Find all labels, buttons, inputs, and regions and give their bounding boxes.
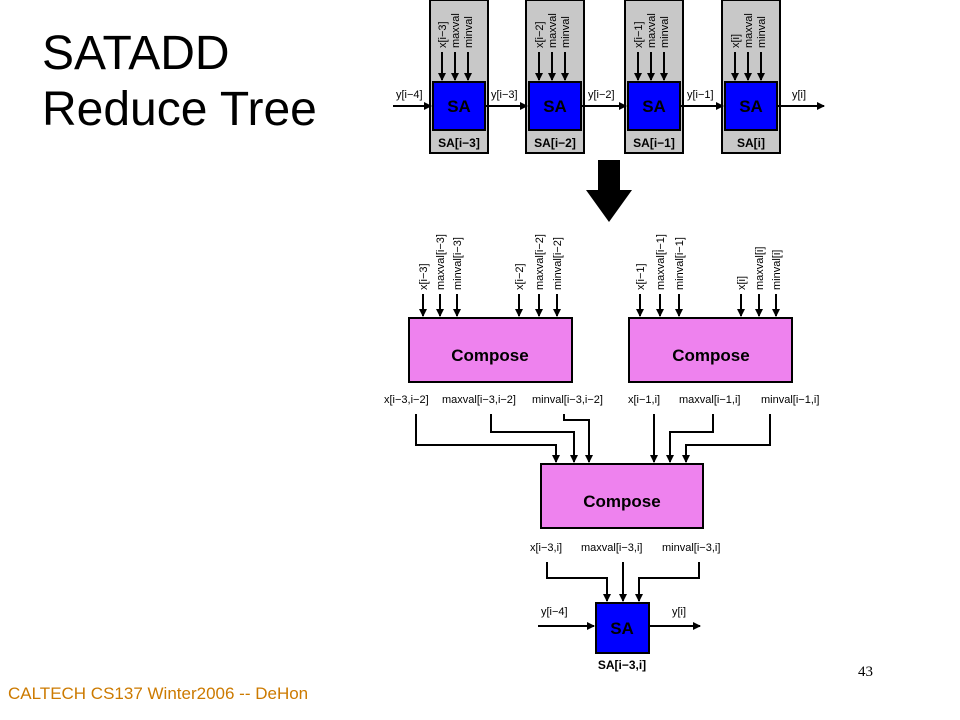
- sa-cell-input-x: x[i−1]: [633, 21, 645, 48]
- sa-cell-input-maxval: maxval: [450, 13, 462, 48]
- sa-box: [528, 81, 582, 131]
- sa-box-label: SA: [543, 97, 567, 116]
- compose-left: x[i−3] maxval[i−3] minval[i−3] x[i−2] ma…: [384, 234, 603, 406]
- final-wires: [546, 562, 700, 602]
- compose-input-label: x[i−1]: [635, 263, 647, 290]
- compose-box: [540, 463, 704, 529]
- sa-cell-input-maxval: maxval: [547, 13, 559, 48]
- sa-box-label: SA: [447, 97, 471, 116]
- sa-cell-input-minval: minval: [560, 16, 572, 48]
- sa-cell-label: SA[i−3]: [438, 136, 480, 150]
- compose-output-x: x[i−1,i]: [628, 394, 660, 406]
- y-chain-label-2: y[i−1]: [687, 89, 714, 101]
- compose-input-label: x[i−2]: [514, 263, 526, 290]
- compose-box-label: Compose: [583, 492, 660, 511]
- sa-box: [627, 81, 681, 131]
- compose-box: [628, 317, 793, 383]
- final-sa-y-out-label: y[i]: [672, 606, 686, 618]
- compose-output-maxval: maxval[i−3,i]: [581, 542, 642, 554]
- final-sa-y-in-label: y[i−4]: [541, 606, 568, 618]
- sa-cell-input-x: x[i]: [730, 34, 742, 48]
- sa-cell-input-minval: minval: [756, 16, 768, 48]
- final-sa: y[i−4] SA y[i] SA[i−3,i]: [538, 602, 701, 672]
- compose-input-label: maxval[i−1]: [655, 234, 667, 290]
- sa-cell-label: SA[i−1]: [633, 136, 675, 150]
- down-arrow-icon: [586, 160, 632, 222]
- sa-cell-2: x[i−1] maxval minval SA SA[i−1]: [624, 0, 684, 154]
- sa-cell-input-x: x[i−3]: [437, 21, 449, 48]
- y-chain-label-3: y[i]: [792, 89, 806, 101]
- y-chain-input-label: y[i−4]: [396, 89, 423, 101]
- sa-box-label: SA: [642, 97, 666, 116]
- compose-output-maxval: maxval[i−1,i]: [679, 394, 740, 406]
- compose-box-label: Compose: [672, 346, 749, 365]
- sa-cell-input-x: x[i−2]: [534, 21, 546, 48]
- sa-cell-label: SA[i]: [737, 136, 765, 150]
- footer-text: CALTECH CS137 Winter2006 -- DeHon: [8, 684, 309, 703]
- sa-cell-3: x[i] maxval minval SA SA[i]: [721, 0, 781, 154]
- sa-box: [595, 602, 650, 654]
- compose-input-label: minval[i−3]: [452, 237, 464, 290]
- compose-output-maxval: maxval[i−3,i−2]: [442, 394, 516, 406]
- routing-wires: [415, 414, 771, 463]
- y-chain-label-0: y[i−3]: [491, 89, 518, 101]
- final-sa-label: SA[i−3,i]: [598, 658, 646, 672]
- compose-input-label: minval[i]: [771, 250, 783, 290]
- sa-box-label: SA: [739, 97, 763, 116]
- compose-box: [408, 317, 573, 383]
- slide-title: SATADD Reduce Tree: [42, 26, 317, 138]
- compose-input-label: minval[i−2]: [552, 237, 564, 290]
- sa-box-label: SA: [610, 619, 634, 638]
- sa-cell-0: x[i−3] maxval minval SA SA[i−3]: [429, 0, 489, 154]
- sa-cell-input-maxval: maxval: [743, 13, 755, 48]
- sa-cell-1: x[i−2] maxval minval SA SA[i−2]: [525, 0, 585, 154]
- compose-right: x[i−1] maxval[i−1] minval[i−1] x[i] maxv…: [628, 234, 819, 406]
- compose-output-x: x[i−3,i−2]: [384, 394, 429, 406]
- y-chain-label-1: y[i−2]: [588, 89, 615, 101]
- compose-input-label: maxval[i−3]: [435, 234, 447, 290]
- sa-cell-input-minval: minval: [463, 16, 475, 48]
- compose-box-label: Compose: [451, 346, 528, 365]
- page-number: 43: [858, 664, 873, 680]
- compose-output-minval: minval[i−1,i]: [761, 394, 819, 406]
- compose-input-label: maxval[i]: [754, 247, 766, 290]
- compose-bottom: Compose x[i−3,i] maxval[i−3,i] minval[i−…: [530, 463, 720, 554]
- compose-input-label: minval[i−1]: [674, 237, 686, 290]
- y-chain: y[i−4] y[i−3] y[i−2] y[i−1] y[i]: [393, 89, 825, 110]
- compose-input-label: maxval[i−2]: [534, 234, 546, 290]
- compose-output-minval: minval[i−3,i−2]: [532, 394, 603, 406]
- sa-cell-input-minval: minval: [659, 16, 671, 48]
- compose-output-minval: minval[i−3,i]: [662, 542, 720, 554]
- title-line-1: SATADD: [42, 27, 230, 80]
- sa-cell-label: SA[i−2]: [534, 136, 576, 150]
- compose-output-x: x[i−3,i]: [530, 542, 562, 554]
- compose-input-label: x[i]: [736, 276, 748, 290]
- sa-cell-input-maxval: maxval: [646, 13, 658, 48]
- title-line-2: Reduce Tree: [42, 83, 317, 136]
- compose-input-label: x[i−3]: [418, 263, 430, 290]
